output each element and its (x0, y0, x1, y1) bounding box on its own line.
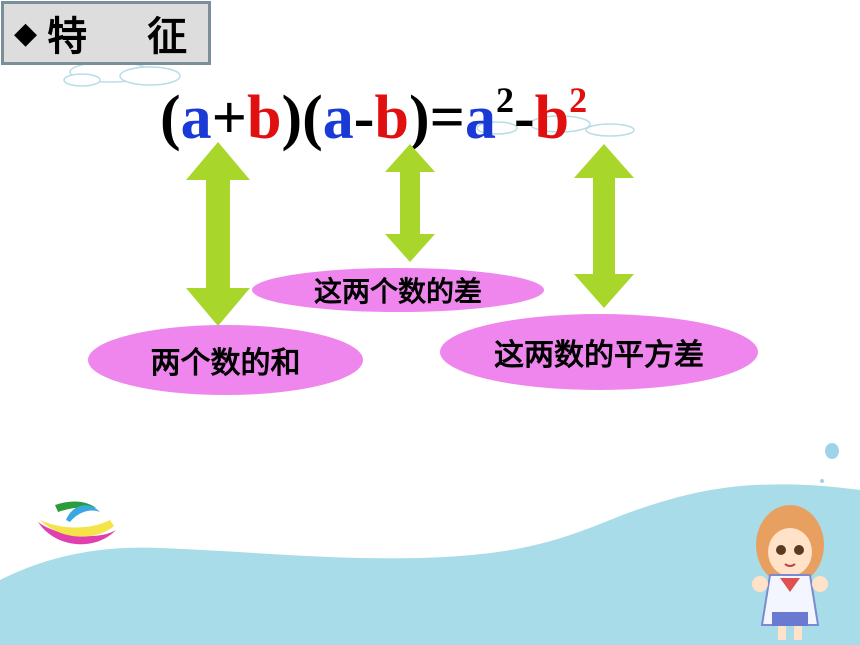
formula-term-b: b (247, 84, 282, 152)
double-arrow-icon-square-difference (574, 144, 634, 308)
formula-exponent: 2 (495, 80, 514, 120)
label-difference: 这两个数的差 (252, 268, 544, 312)
section-heading: ◆ 特 征 (1, 1, 211, 65)
formula-term-b: b (374, 84, 409, 152)
formula-operator: = (429, 84, 465, 152)
bubble-decoration (820, 443, 839, 483)
heading-title: 特 征 (47, 14, 198, 60)
formula-term-b: b (534, 84, 570, 152)
formula-term-a: a (464, 84, 496, 152)
boat-logo (38, 501, 116, 545)
label-square-difference: 这两数的平方差 (440, 314, 758, 390)
formula-paren: ( (160, 84, 181, 152)
formula-paren: ) (281, 84, 303, 152)
formula: (a+b)(a-b)=a2-b2 (160, 78, 587, 158)
cartoon-girl (752, 505, 828, 640)
formula-exponent: 2 (569, 80, 588, 120)
cloud-decoration (63, 61, 181, 87)
formula-operator: - (513, 84, 535, 152)
double-arrow-icon-sum (186, 142, 250, 326)
sea-wave (0, 484, 860, 645)
formula-term-a: a (322, 84, 354, 152)
formula-operator: - (353, 84, 375, 152)
label-square-difference-text: 这两数的平方差 (494, 338, 704, 373)
label-difference-text: 这两个数的差 (313, 275, 482, 308)
formula-paren: ( (302, 84, 323, 152)
double-arrow-icon-difference (385, 144, 435, 262)
label-sum-text: 两个数的和 (150, 346, 301, 381)
formula-operator: + (211, 84, 247, 152)
formula-term-a: a (180, 84, 212, 152)
cloud-decoration-2 (476, 115, 635, 137)
formula-paren: ) (408, 84, 430, 152)
diamond-icon: ◆ (14, 15, 38, 51)
label-sum: 两个数的和 (88, 325, 363, 395)
